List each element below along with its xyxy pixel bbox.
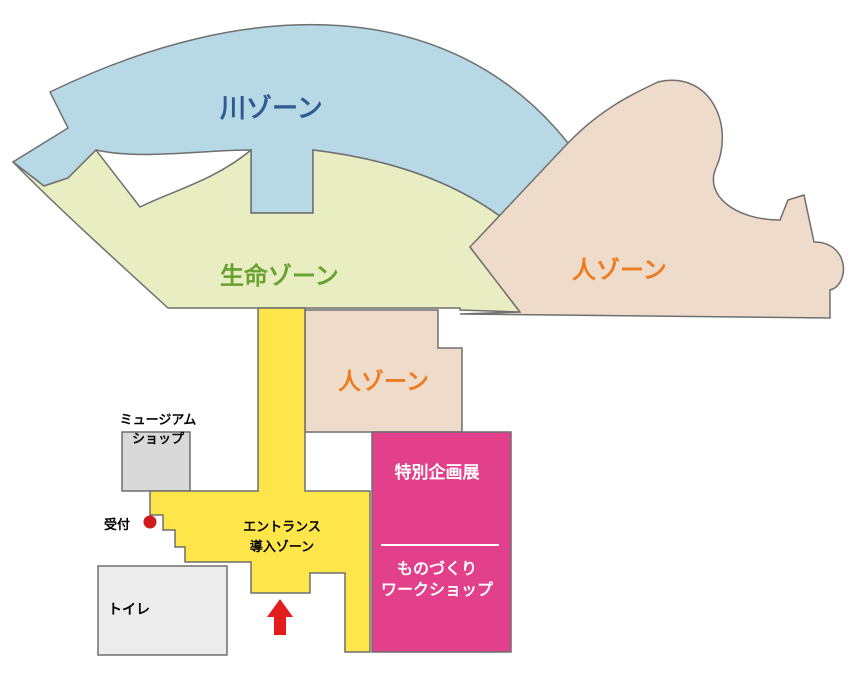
workshop-label-line1: ものづくり	[396, 559, 477, 578]
special-exhibition-divider	[381, 544, 499, 546]
entrance-zone-label: エントランス 導入ゾーン	[222, 518, 342, 558]
entrance-zone-area[interactable]	[149, 307, 371, 653]
life-zone-area[interactable]	[12, 148, 522, 313]
entrance-label-line1: エントランス	[243, 520, 321, 535]
up-arrow-icon	[267, 599, 293, 635]
museum-shop-label-line2: ショップ	[131, 432, 184, 447]
museum-shop-label-line1: ミュージアム	[119, 413, 197, 428]
toilet-label: トイレ	[108, 602, 150, 618]
workshop-label-line2: ワークショップ	[380, 580, 493, 599]
special-exhibition-area[interactable]	[371, 431, 512, 653]
river-zone-label: 川ゾーン	[220, 94, 323, 124]
human-zone-large-area[interactable]	[459, 79, 845, 319]
workshop-label: ものづくり ワークショップ	[372, 558, 502, 600]
human-zone-large-label: 人ゾーン	[572, 256, 667, 284]
toilet-area[interactable]	[97, 565, 228, 656]
reception-label: 受付	[104, 518, 131, 533]
reception-marker-icon[interactable]	[143, 515, 157, 529]
entrance-label-line2: 導入ゾーン	[249, 540, 315, 555]
life-zone-label: 生命ゾーン	[220, 262, 339, 290]
museum-shop-label: ミュージアム ショップ	[100, 411, 216, 449]
human-zone-small-label: 人ゾーン	[338, 369, 429, 395]
special-exhibition-label: 特別企画展	[394, 463, 480, 483]
